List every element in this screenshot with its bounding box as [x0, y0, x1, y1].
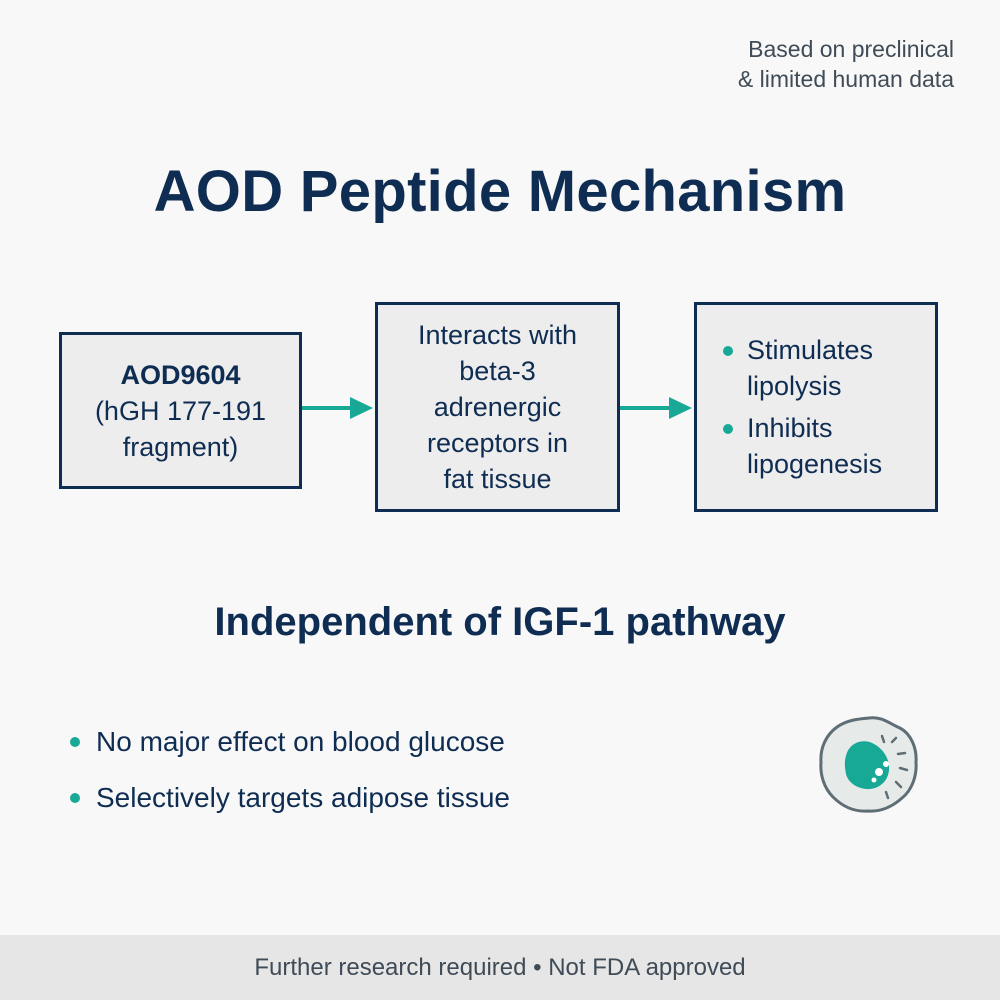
bullet-dot-icon [70, 793, 80, 803]
note-line-2: & limited human data [737, 66, 954, 92]
bullet-dot-icon [723, 346, 733, 356]
bullet-dot-icon [723, 424, 733, 434]
footer-text: Further research required • Not FDA appr… [254, 953, 746, 981]
step2-line-4: receptors in [426, 428, 569, 458]
effect-text: Stimulates lipolysis [747, 335, 874, 401]
effect-item: Stimulates lipolysis [719, 332, 937, 404]
flow-step-receptor: Interacts with beta-3 adrenergic recepto… [375, 302, 620, 512]
section-subtitle: Independent of IGF-1 pathway [214, 600, 786, 644]
step2-line-5: fat tissue [443, 464, 552, 494]
effect-text: Inhibits lipogenesis [747, 413, 883, 479]
fat-cell-icon [819, 716, 918, 813]
step2-line-2: beta-3 [459, 356, 536, 386]
data-disclaimer-note: Based on preclinical & limited human dat… [534, 34, 954, 94]
arrow-right-icon [302, 397, 373, 419]
step2-line-3: adrenergic [433, 392, 562, 422]
fact-item: No major effect on blood glucose [68, 722, 510, 762]
fact-list: No major effect on blood glucose Selecti… [68, 722, 510, 834]
fact-item: Selectively targets adipose tissue [68, 778, 510, 818]
step1-line-3: fragment) [122, 431, 239, 462]
bullet-dot-icon [70, 737, 80, 747]
flow-step-effects: Stimulates lipolysis Inhibits lipogenesi… [694, 302, 938, 512]
arrow-right-icon [620, 397, 692, 419]
step2-line-1: Interacts with [417, 320, 578, 350]
effect-item: Inhibits lipogenesis [719, 410, 937, 482]
step1-line-1: AOD9604 [120, 359, 241, 390]
footer-disclaimer: Further research required • Not FDA appr… [0, 935, 1000, 1000]
flow-step-peptide: AOD9604 (hGH 177-191 fragment) [59, 332, 302, 489]
step1-line-2: (hGH 177-191 [94, 395, 267, 426]
fact-text: Selectively targets adipose tissue [96, 782, 510, 813]
note-line-1: Based on preclinical [748, 36, 954, 62]
fact-text: No major effect on blood glucose [96, 726, 505, 757]
page-title: AOD Peptide Mechanism [153, 159, 847, 224]
